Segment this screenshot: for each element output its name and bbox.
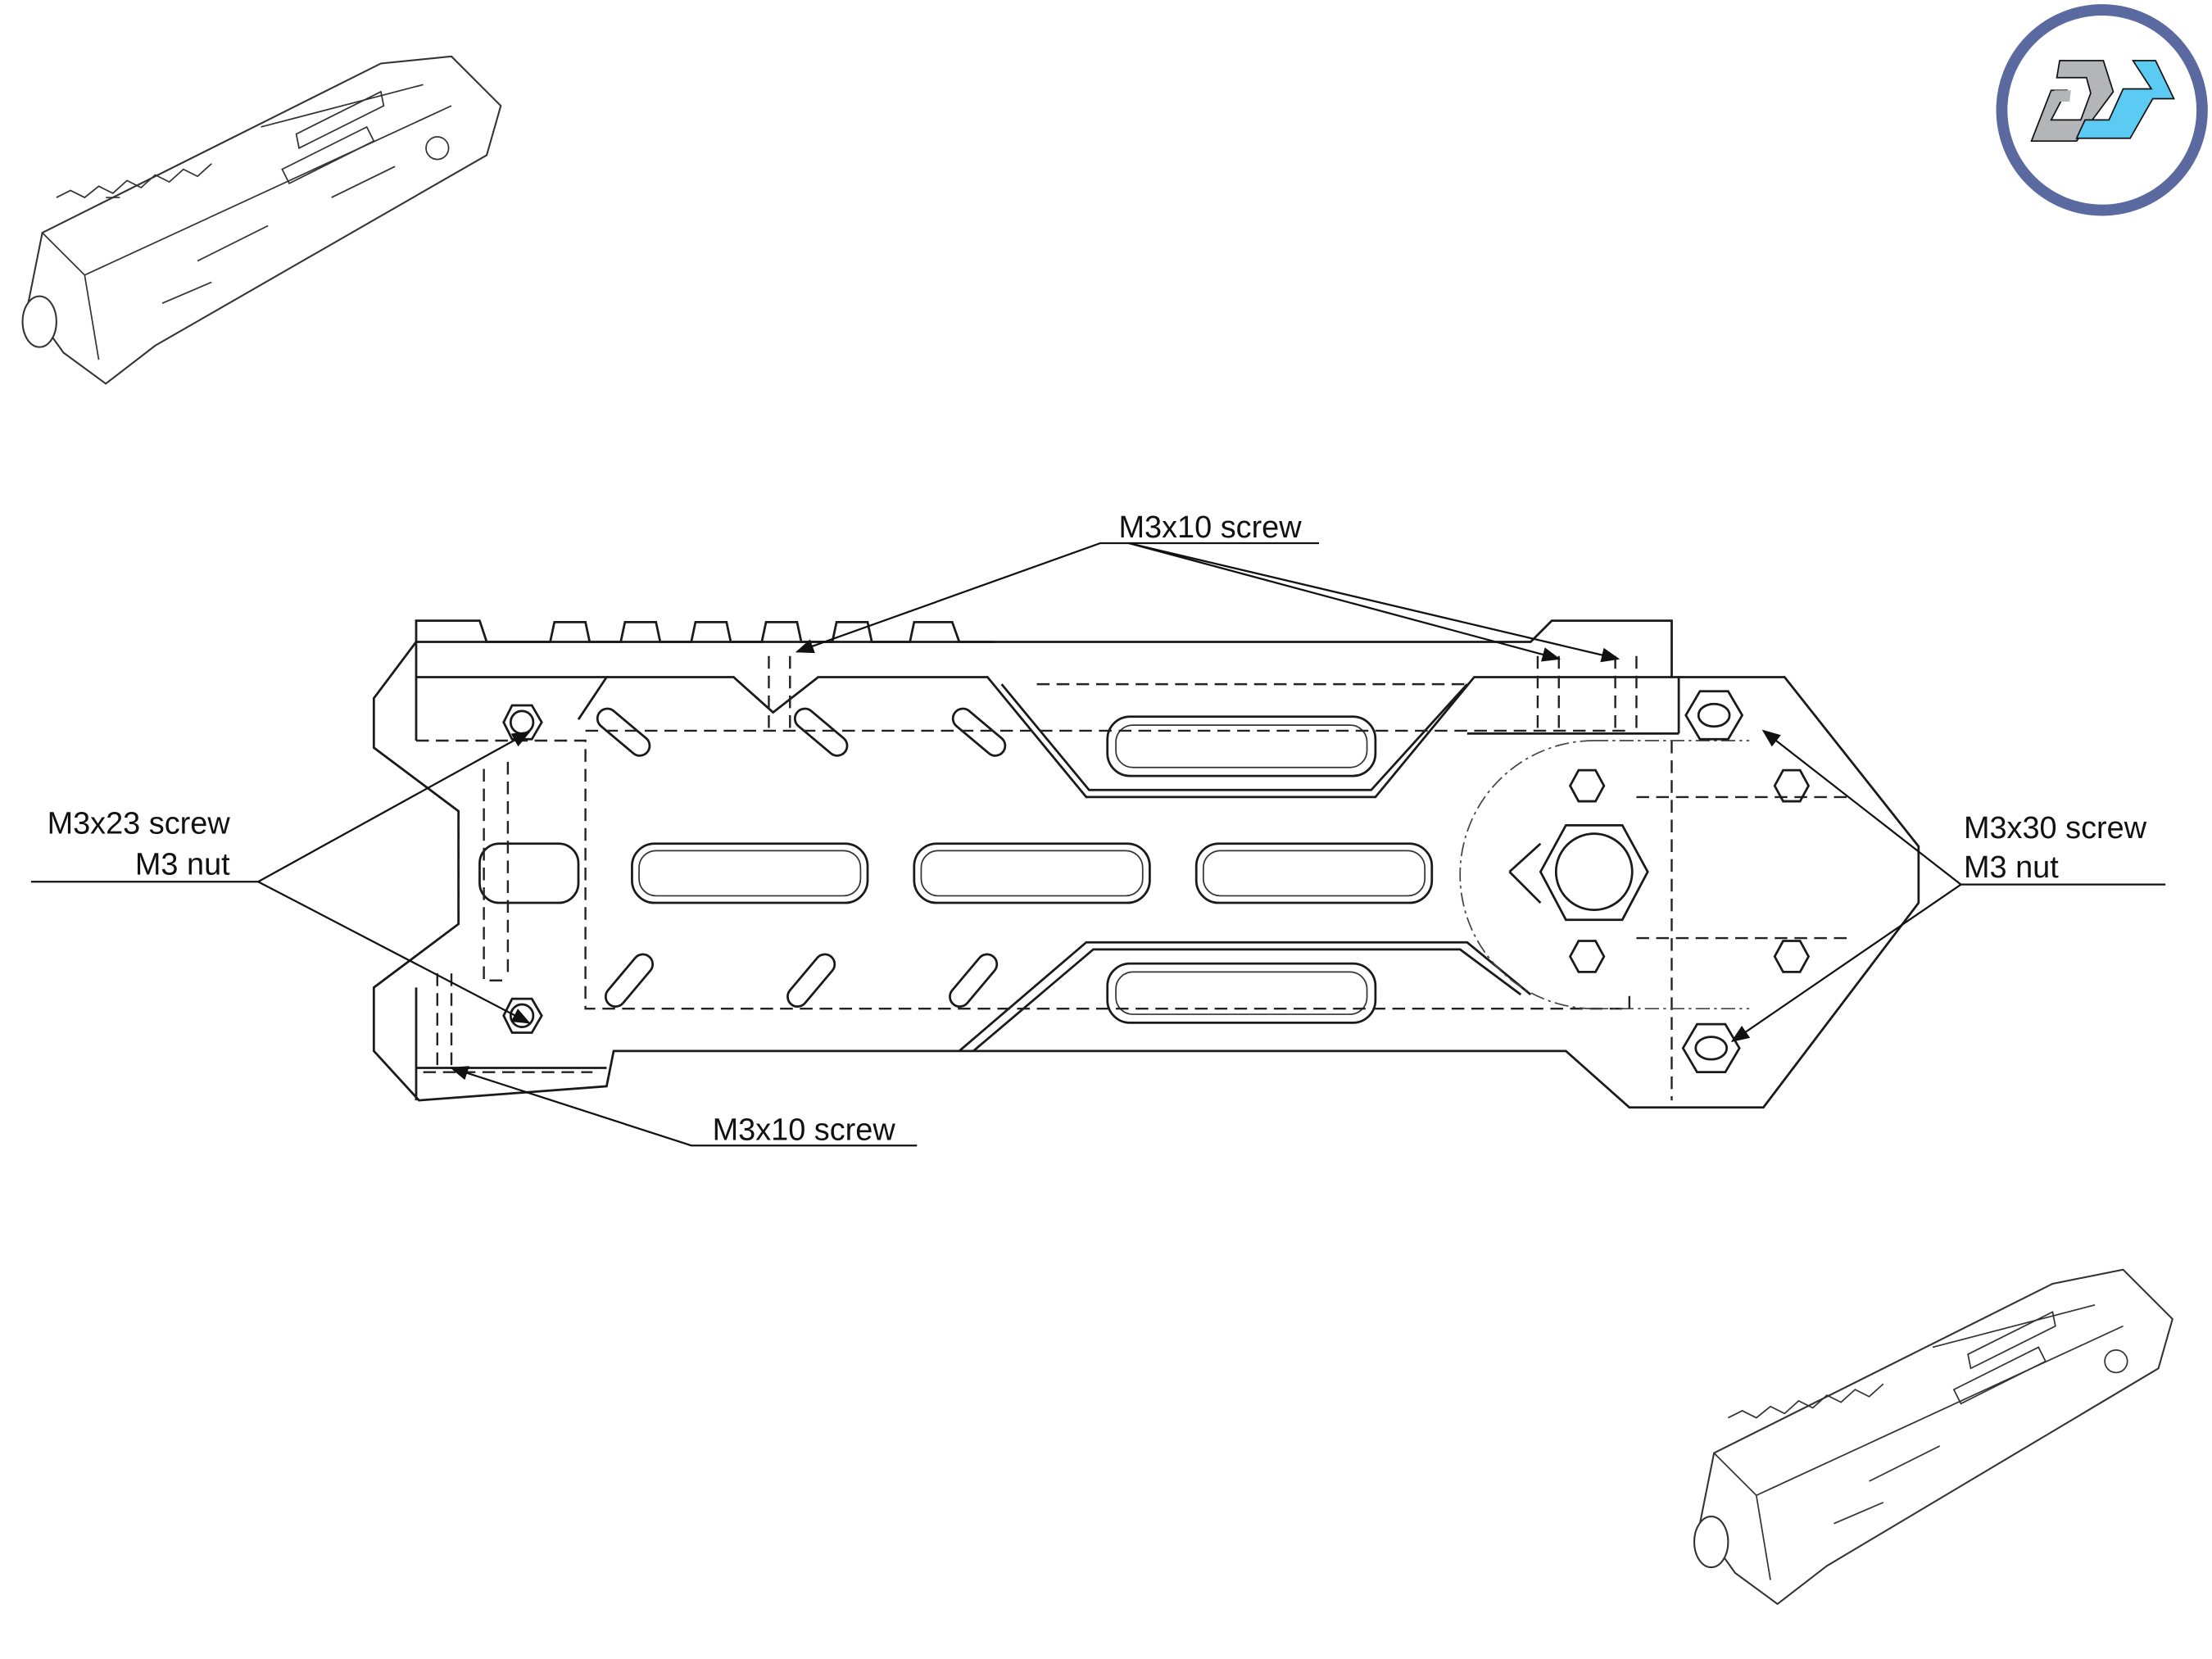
label-left-nut: M3 nut: [135, 848, 230, 882]
callout-left-screw-nut: M3x23 screw M3 nut: [30, 731, 531, 1024]
callout-top-screw: M3x10 screw: [795, 510, 1620, 663]
label-left-screw: M3x23 screw: [48, 807, 231, 841]
callout-bottom-screw: M3x10 screw: [449, 1066, 918, 1147]
brand-logo: [1996, 4, 2208, 216]
isometric-view-top-left: [21, 55, 502, 385]
handguard-top-view: [372, 619, 1920, 1109]
label-right-nut: M3 nut: [1964, 850, 2059, 885]
isometric-view-bottom-right: [1693, 1268, 2173, 1606]
callout-right-screw-nut: M3x30 screw M3 nut: [1730, 729, 2166, 1043]
label-top-screw: M3x10 screw: [1118, 510, 1302, 545]
label-right-screw: M3x30 screw: [1964, 811, 2147, 845]
label-bottom-screw: M3x10 screw: [713, 1113, 896, 1147]
